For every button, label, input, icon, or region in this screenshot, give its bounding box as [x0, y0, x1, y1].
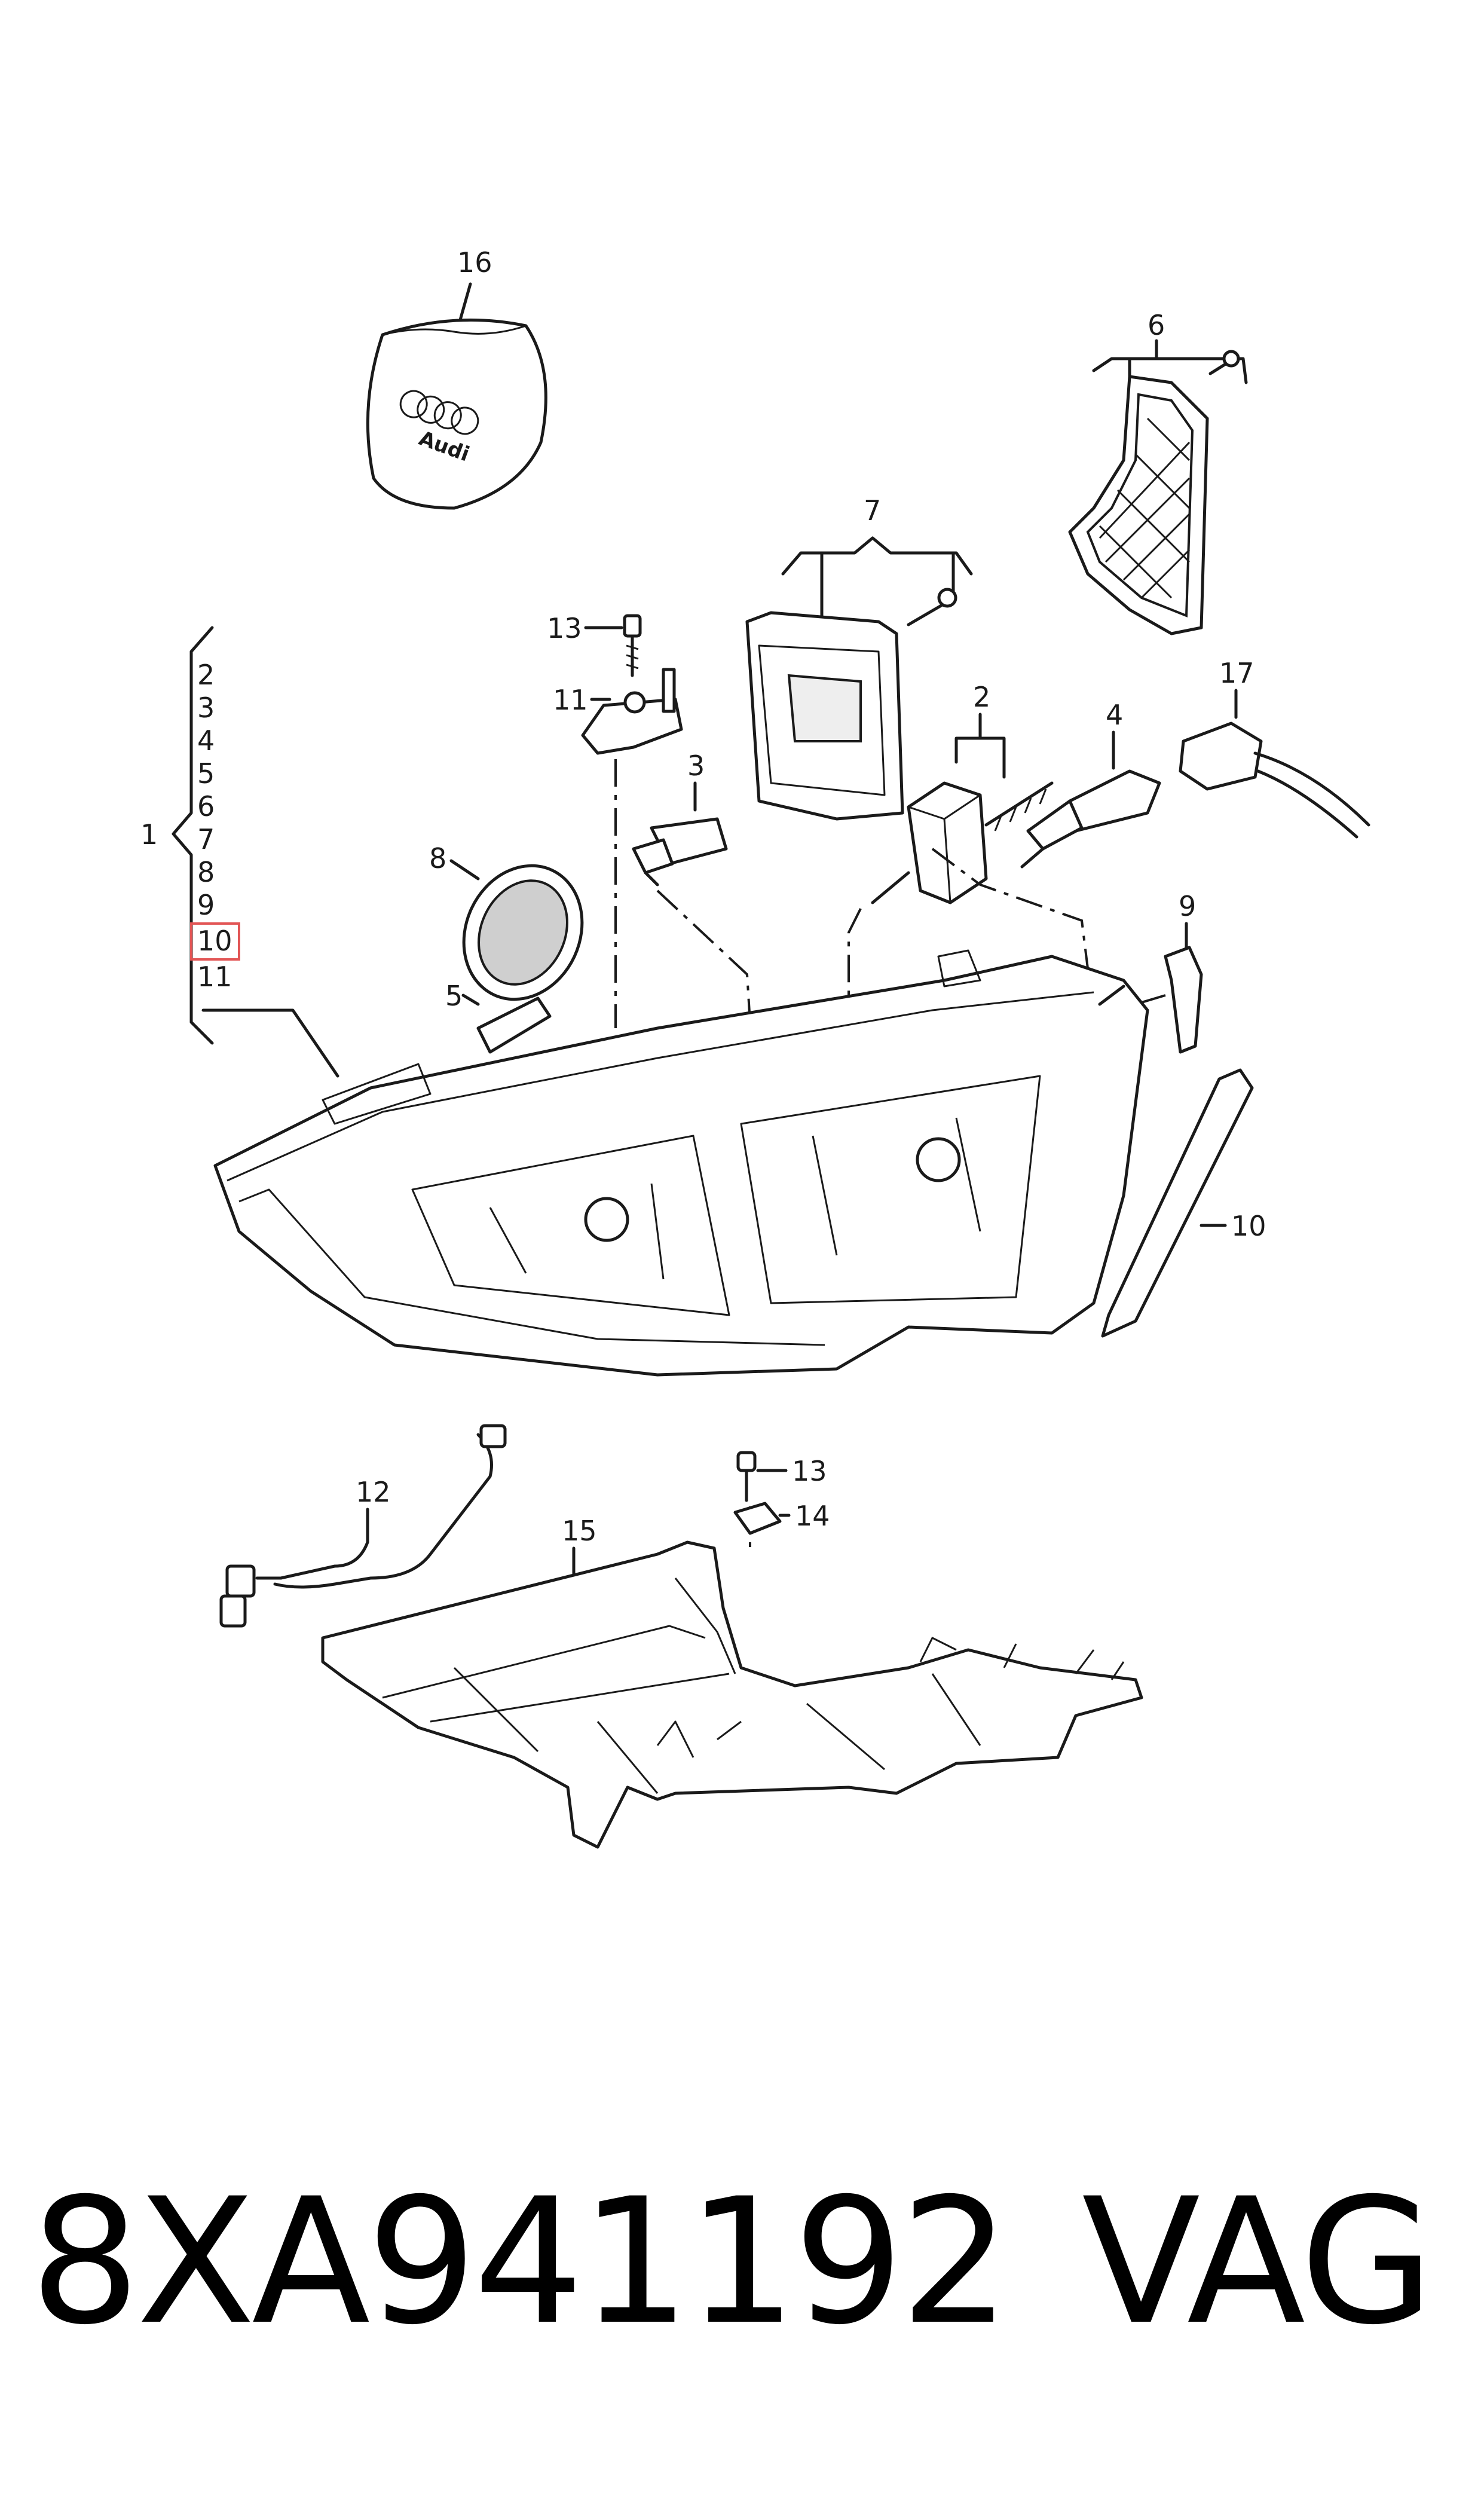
part-4-bulb — [1020, 730, 1161, 869]
callout-8: 8 — [429, 842, 446, 875]
callout-4: 4 — [1106, 699, 1123, 731]
part-17-connector — [1179, 689, 1370, 839]
part-number: 8XA941192 — [30, 2162, 1011, 2363]
callout-3: 3 — [687, 750, 705, 782]
callout-5: 5 — [445, 980, 463, 1012]
group-item: 11 — [197, 961, 232, 993]
part-5-small-bulb — [461, 993, 552, 1054]
callout-2: 2 — [973, 681, 990, 713]
group-item: 9 — [197, 889, 215, 921]
callout-17: 17 — [1219, 657, 1254, 689]
callout-7: 7 — [864, 494, 881, 527]
callout-10: 10 — [1231, 1210, 1266, 1242]
part-12-hose — [219, 1424, 507, 1628]
callout-1: 1 — [140, 818, 158, 851]
callout-13-lower: 13 — [792, 1455, 827, 1487]
part-8-gasket — [449, 859, 584, 1001]
part-11-bracket — [581, 668, 683, 755]
callout-13-upper: 13 — [547, 612, 582, 644]
group-item: 8 — [197, 856, 215, 888]
callout-16: 16 — [457, 246, 492, 279]
group-item: 3 — [197, 692, 215, 724]
part-13-screw-upper — [584, 614, 642, 677]
group-item: 4 — [197, 724, 215, 757]
group-item: 5 — [197, 757, 215, 790]
part-9-plug — [1164, 922, 1203, 1054]
part-10-trim-strip — [1101, 1068, 1254, 1338]
part-7-housing-cover — [745, 536, 973, 821]
four-rings-logo — [399, 390, 479, 435]
callout-14: 14 — [795, 1500, 830, 1532]
callout-12: 12 — [356, 1476, 391, 1508]
item-1-group-bracket — [172, 626, 339, 1078]
part-2-control-unit — [871, 713, 1054, 904]
part-14-clip-nut — [733, 1502, 791, 1535]
callout-9: 9 — [1179, 890, 1196, 922]
group-1-list: 2 3 4 5 6 7 8 9 10 11 — [197, 659, 232, 993]
part-6-cover — [1068, 339, 1248, 635]
part-13-screw-lower — [736, 1451, 788, 1502]
part-16-logo-cap — [366, 282, 547, 510]
callout-15: 15 — [562, 1515, 597, 1547]
part-15-carrier — [321, 1540, 1143, 1849]
callout-labels: 16 6 7 13 11 2 3 4 17 8 9 5 10 12 13 14 … — [140, 246, 1266, 1547]
headlamp-assembly — [213, 949, 1149, 1377]
group-item: 7 — [197, 823, 215, 855]
group-item: 6 — [197, 790, 215, 823]
group-item-highlighted: 10 — [197, 925, 232, 957]
highlight-box — [190, 922, 240, 961]
part-3-bulb — [632, 781, 728, 886]
brand-name: VAG — [1082, 2162, 1434, 2363]
callout-6: 6 — [1148, 309, 1165, 341]
group-item: 2 — [197, 659, 215, 691]
callout-11: 11 — [553, 684, 588, 716]
